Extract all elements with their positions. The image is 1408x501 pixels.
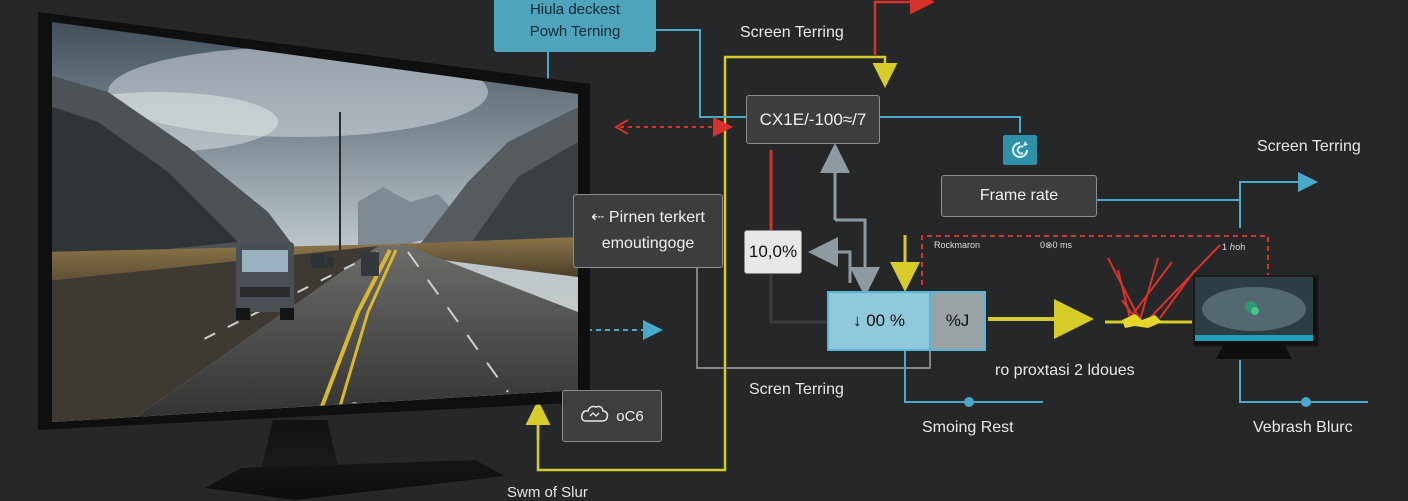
emouting-line2: emoutingoge bbox=[601, 235, 695, 252]
yellow-burst bbox=[1122, 314, 1162, 328]
blue-formula-right bbox=[878, 116, 1021, 133]
small-percent-box: 10,0% bbox=[744, 230, 802, 274]
emouting-line1: ⇠ Pirnen terkert bbox=[591, 209, 705, 226]
gray-left-to-pct bbox=[696, 268, 931, 369]
blue-smoing-line bbox=[904, 348, 1043, 403]
blue-right-arrow bbox=[1239, 172, 1318, 200]
label-screen-tearing-mid: Scren Terring bbox=[749, 381, 844, 398]
teal-info-box: Hiula deckest Powh Terning bbox=[494, 0, 656, 52]
main-percent-box: ↓ 00 % %J bbox=[827, 291, 986, 351]
formula-box: CX1E/-100≈/7 bbox=[746, 95, 880, 144]
red-dashed-arrowhead-left bbox=[614, 119, 629, 135]
gray-loop bbox=[835, 218, 880, 297]
blue-vebrash-line bbox=[1239, 360, 1368, 403]
cloud-badge-text: oC6 bbox=[616, 407, 644, 425]
red-dashed-bracket bbox=[921, 235, 1269, 285]
monitor-display bbox=[38, 12, 590, 430]
label-ms: 0⊗0 ms bbox=[1040, 240, 1073, 250]
main-percent-value: ↓ 00 % bbox=[829, 293, 929, 349]
mini-monitor-base bbox=[1216, 345, 1292, 359]
teal-box-line1: Hiula deckest bbox=[529, 1, 621, 18]
yellow-loop-line bbox=[536, 55, 898, 472]
label-vebrash-blurc: Vebrash Blurc bbox=[1253, 419, 1353, 436]
label-proxtasi: ro proxtasi 2 ldoues bbox=[995, 362, 1135, 379]
emouting-box: ⇠ Pirnen terkert emoutingoge bbox=[573, 194, 723, 268]
cloud-badge-box: oC6 bbox=[562, 390, 662, 442]
label-smoing-rest: Smoing Rest bbox=[922, 419, 1014, 436]
label-screen-tearing-top: Screen Terring bbox=[740, 24, 844, 41]
label-swim-of-slur: Swm of Slur bbox=[507, 484, 588, 501]
blue-framerate-right bbox=[1097, 199, 1241, 228]
frame-rate-box: Frame rate bbox=[941, 175, 1097, 217]
blue-dot-smoing bbox=[964, 397, 974, 407]
refresh-swirl-icon bbox=[1003, 135, 1037, 165]
red-top-line bbox=[873, 0, 935, 55]
mini-monitor-display bbox=[1193, 275, 1319, 347]
blue-dot-vebrash bbox=[1301, 397, 1311, 407]
cloud-icon bbox=[580, 403, 610, 429]
main-percent-side: %J bbox=[929, 293, 984, 349]
gray-left-arrow bbox=[808, 237, 852, 283]
blue-teal-to-formula bbox=[655, 29, 746, 118]
truck-large bbox=[236, 242, 294, 320]
label-screen-tearing-right: Screen Terring bbox=[1257, 138, 1361, 155]
label-hour: 1 ℎoh bbox=[1222, 242, 1246, 252]
monitor-brand-logo: ~ bbox=[352, 398, 359, 408]
teal-box-line2: Powh Terning bbox=[529, 23, 621, 40]
dark-loop bbox=[769, 270, 827, 324]
label-rockmaron: Rockmaron bbox=[934, 240, 981, 250]
